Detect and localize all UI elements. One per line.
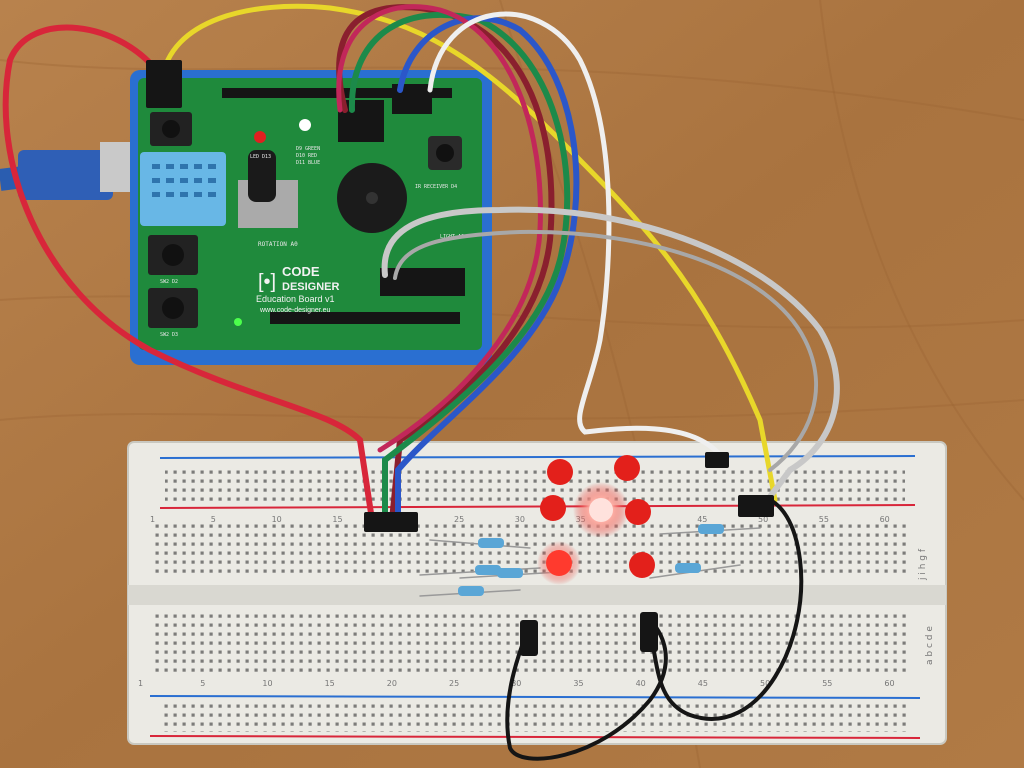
resistor-3 — [419, 586, 521, 597]
connector-white-top — [705, 452, 729, 468]
wire-connectors — [146, 60, 774, 656]
label-sw3: SW2 D3 — [160, 332, 178, 338]
column-number: 5 — [211, 515, 216, 524]
switch-button-sw3 — [148, 288, 198, 328]
resistor-1 — [429, 538, 531, 549]
column-number: 40 — [636, 679, 646, 688]
column-number: 1 — [150, 515, 155, 524]
ir-receiver — [428, 136, 462, 170]
column-number: 45 — [698, 679, 708, 688]
wire-gray-top — [381, 206, 840, 513]
led-2 — [614, 455, 640, 481]
header-bottom — [270, 312, 460, 324]
resistors — [419, 524, 761, 597]
jumper-wires — [2, 3, 840, 761]
logo-bracket: [•] — [258, 271, 276, 293]
column-number: 50 — [760, 679, 770, 688]
column-number: 25 — [449, 679, 459, 688]
rotation-potentiometer — [238, 150, 298, 228]
bottom-rail-holes — [160, 702, 910, 732]
led-3 — [540, 495, 566, 521]
column-number: 55 — [822, 679, 832, 688]
education-board: CODE DESIGNER [•] Education Board v1 www… — [138, 78, 482, 350]
label-d10: D10 RED — [296, 153, 317, 159]
column-number: 5 — [200, 679, 205, 688]
column-number: 60 — [884, 679, 894, 688]
led-7 — [629, 552, 655, 578]
led-1 — [547, 459, 573, 485]
label-d9: D9 GREEN — [296, 146, 320, 152]
column-number: 25 — [454, 515, 464, 524]
breadboard: j i h g f a b c d e 15101520253035404550… — [127, 441, 947, 745]
column-number: 45 — [697, 515, 707, 524]
wire-yellow — [159, 3, 778, 503]
column-number: 15 — [332, 515, 342, 524]
resistor-5 — [659, 524, 761, 535]
jumper-header-d6 — [380, 268, 465, 296]
humidity-sensor — [140, 152, 226, 226]
switch-button-sw2 — [148, 235, 198, 275]
board-url: www.code-designer.eu — [259, 307, 331, 314]
row-letters-top: j i h g f — [918, 548, 928, 581]
connector-left-group — [364, 512, 418, 532]
column-number: 15 — [325, 679, 335, 688]
wire-black-left — [505, 618, 668, 761]
reset-button — [150, 112, 192, 146]
brand-line1: CODE — [282, 264, 320, 279]
column-number: 20 — [387, 679, 397, 688]
led-d13 — [254, 131, 266, 143]
label-rotation: ROTATION A0 — [258, 241, 298, 248]
brand-line2: DESIGNER — [282, 281, 340, 293]
wire-gray-inner — [393, 229, 819, 472]
wire-red — [2, 24, 375, 523]
connector-right-group — [738, 495, 774, 517]
buzzer — [337, 163, 407, 233]
label-sw2: SW2 D2 — [160, 279, 178, 285]
connector-black-1 — [520, 620, 538, 656]
row-letters-bottom: a b c d e — [925, 626, 935, 665]
label-ir: IR RECEIVER D4 — [415, 184, 457, 190]
column-number: 35 — [573, 679, 583, 688]
column-number: 55 — [819, 515, 829, 524]
wire-black-right — [643, 498, 804, 721]
connector-top-pcb — [146, 60, 182, 108]
label-d11: D11 BLUE — [296, 160, 320, 166]
label-led13: LED D13 — [250, 154, 271, 160]
wire-green — [348, 11, 571, 523]
resistor-6 — [649, 563, 741, 579]
column-number: 30 — [515, 515, 525, 524]
column-number: 10 — [272, 515, 282, 524]
column-number: 30 — [511, 679, 521, 688]
wire-pink — [336, 4, 543, 453]
power-led — [234, 318, 242, 326]
center-channel — [128, 585, 946, 605]
led-array — [537, 455, 655, 585]
connector-black-2 — [640, 612, 658, 652]
led-5 — [625, 499, 651, 525]
wire-white — [427, 11, 723, 458]
wire-blue — [395, 15, 580, 523]
column-number: 10 — [262, 679, 272, 688]
column-number: 50 — [758, 515, 768, 524]
led-6 — [546, 550, 572, 576]
wire-maroon — [336, 4, 555, 523]
led-rgb — [299, 119, 311, 131]
model-name: Education Board v1 — [256, 294, 335, 304]
column-number: 1 — [138, 679, 143, 688]
column-number: 60 — [880, 515, 890, 524]
led-4 — [589, 498, 613, 522]
